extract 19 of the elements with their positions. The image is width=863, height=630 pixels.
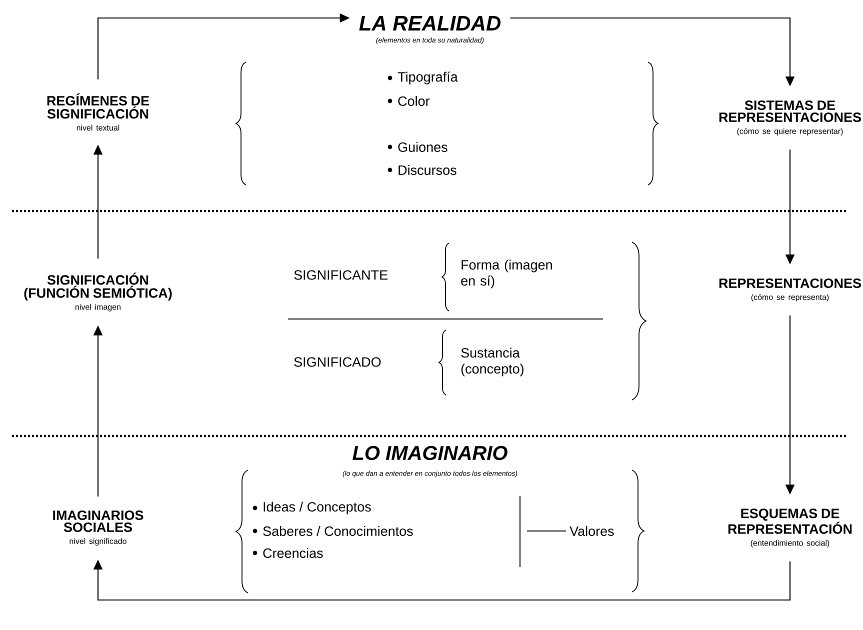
list-item: Saberes / Conocimientos [263, 526, 413, 536]
term-label: SIGNIFICANTE [294, 270, 388, 280]
title-text: LO IMAGINARIO [352, 446, 508, 460]
list-item: Color [398, 96, 430, 106]
list-item: Guiones [398, 142, 448, 152]
concept-label: SIGNIFICACIÓN (FUNCIÓN SEMIÓTICA) nivel imagen [24, 272, 172, 312]
list-item: Tipografía [398, 72, 458, 84]
concept-label: SISTEMAS DE REPRESENTACIONES (cómo se quiere representar) [719, 100, 861, 136]
term-label: SIGNIFICADO [294, 357, 381, 367]
term-label: Forma (imagen en sí) [461, 260, 552, 288]
term-label: Sustancia (concepto) [461, 348, 524, 376]
concept-label: REGÍMENES DE SIGNIFICACIÓN nivel textual [47, 93, 150, 131]
concept-label: ESQUEMAS DE REPRESENTACIÓN (entendimiento social) [728, 508, 852, 548]
list-item: Ideas / Conceptos [264, 502, 371, 514]
concept-label: IMAGINARIOS SOCIALES nivel significado [53, 510, 144, 546]
list-item: Discursos [398, 165, 456, 175]
concept-label: REPRESENTACIONES (cómo se representa) [719, 278, 861, 302]
list-item: Creencias [263, 548, 323, 558]
term-label: Valores [570, 526, 614, 536]
